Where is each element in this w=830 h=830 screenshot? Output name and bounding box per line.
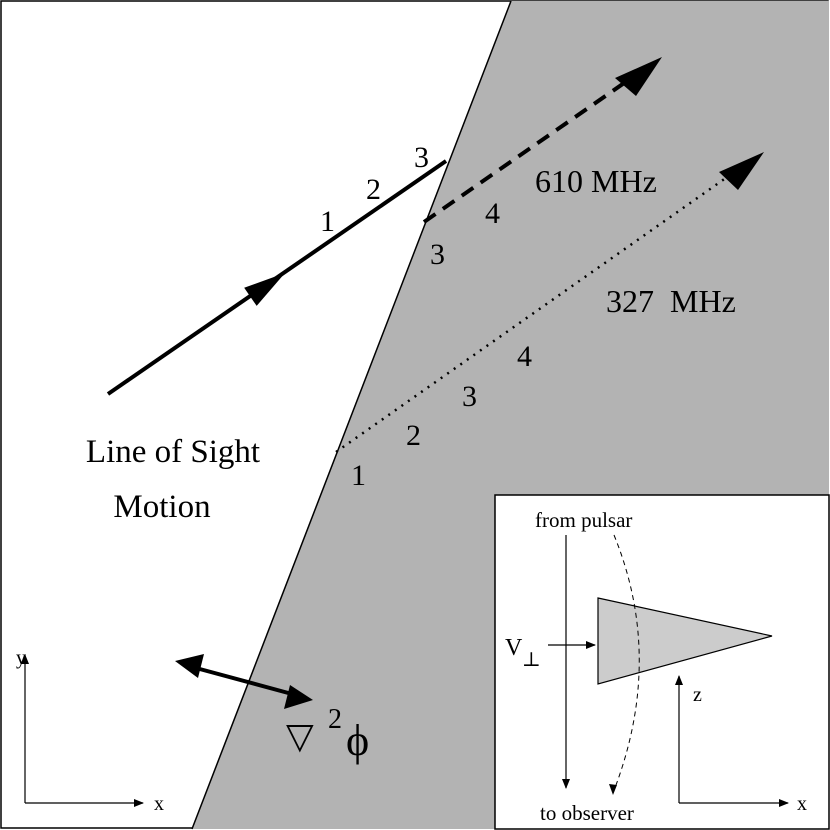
gradient-arrow-left-head: [175, 654, 204, 678]
dotted-327-arrowhead: [719, 152, 764, 190]
dotted-marker-2: 2: [406, 419, 421, 452]
dashed-610-arrowhead: [615, 57, 662, 96]
main-axis-y-label: y: [16, 647, 26, 669]
inset-x-axis-label: x: [797, 793, 807, 815]
dotted-marker-4: 4: [517, 340, 532, 373]
dotted-marker-1: 1: [351, 459, 366, 492]
solid-marker-1: 1: [320, 205, 335, 238]
inset-ray-dashed-arrowhead: [609, 784, 617, 795]
dashed-610-path: [422, 70, 642, 224]
inset-from-pulsar-label: from pulsar: [535, 508, 632, 532]
inset-wedge: [597, 597, 773, 685]
solid-marker-3: 3: [414, 141, 429, 174]
los-motion-label-line2: Motion: [113, 489, 210, 525]
gradient-double-arrow-shaft: [195, 666, 293, 696]
dashed-marker-3: 3: [430, 238, 445, 271]
gradient-arrow-right-head: [284, 685, 313, 709]
label-610-mhz: 610 MHz: [535, 163, 657, 199]
inset-v-perp-subscript: ⊥: [522, 649, 541, 671]
inset-ray-dashed: [612, 534, 640, 794]
label-327-mhz: 327 MHz: [606, 283, 736, 319]
inset-panel: from pulsar to observer V ⊥ z x: [494, 494, 830, 830]
dashed-marker-4: 4: [485, 197, 500, 230]
inset-z-axis-label: z: [693, 684, 702, 706]
solid-sightline-arrowhead: [244, 273, 285, 306]
main-axis-x-label: x: [154, 793, 164, 815]
inset-to-observer-label: to observer: [540, 801, 634, 825]
screen-edge: [191, 0, 512, 830]
gradient-phi: ϕ: [346, 716, 369, 765]
dotted-marker-3: 3: [462, 380, 477, 413]
solid-marker-2: 2: [366, 173, 381, 206]
gradient-nabla-symbol: ▽: [286, 716, 314, 756]
inset-v-perp-label: V: [505, 635, 523, 661]
los-motion-label-line1: Line of Sight: [86, 434, 260, 470]
gradient-power: 2: [328, 704, 342, 735]
